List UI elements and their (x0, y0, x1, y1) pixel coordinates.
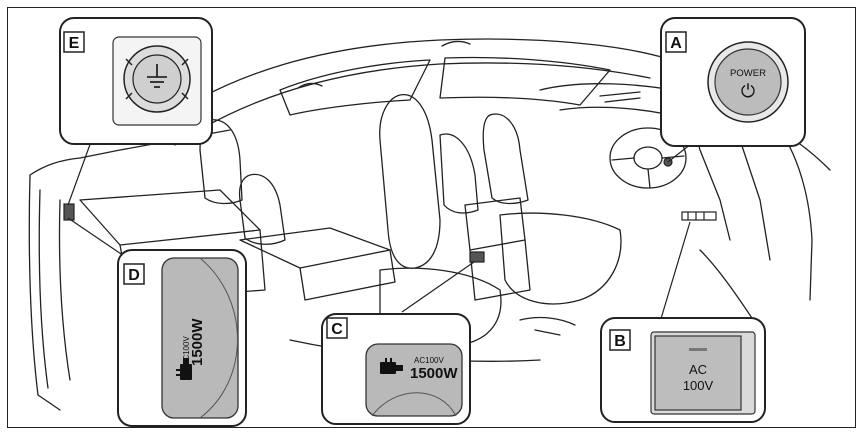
ac-switch-line1: AC (689, 362, 707, 377)
outlet-c-big-label: 1500W (410, 365, 458, 382)
marker-b (682, 212, 716, 220)
callout-c: C AC100V 1500W (322, 314, 470, 424)
callout-d-letter: D (128, 267, 140, 284)
ground-terminal-cap (124, 46, 190, 112)
marker-c (470, 252, 484, 262)
ac-switch-line2: 100V (683, 378, 714, 393)
power-icon: ⏻ (741, 81, 755, 101)
callout-e: E (60, 18, 212, 144)
callout-d: D AC100V 1500W (118, 250, 246, 426)
power-button-label: POWER (730, 68, 766, 79)
ac-switch-button[interactable]: AC 100V (655, 336, 741, 410)
callout-e-letter: E (69, 35, 80, 52)
power-button[interactable]: POWER ⏻ (708, 42, 788, 122)
marker-e-d (64, 204, 74, 220)
callout-b: B AC 100V (601, 318, 765, 422)
outlet-c-small-label: AC100V (414, 356, 444, 365)
callout-b-letter: B (614, 333, 626, 350)
outlet-d-big-label: 1500W (189, 318, 206, 366)
callout-a: A POWER ⏻ (661, 18, 805, 146)
callout-a-letter: A (670, 35, 682, 52)
callout-c-letter: C (331, 321, 343, 338)
